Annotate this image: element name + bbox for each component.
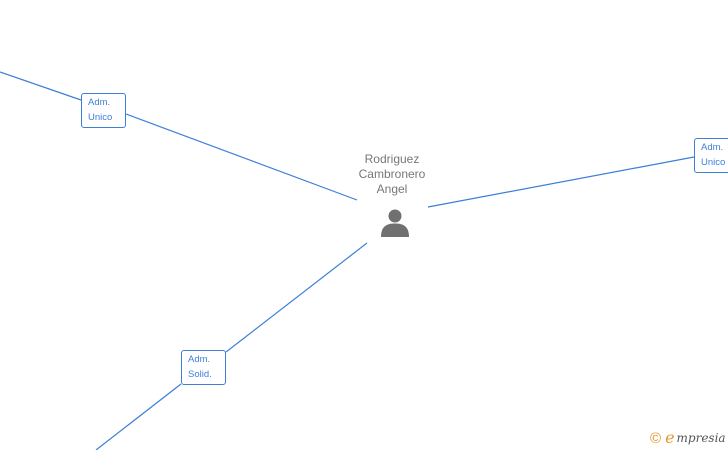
role-line-1: Adm.: [88, 97, 111, 108]
empresia-watermark: © e mpresia: [650, 428, 726, 448]
copyright-icon: ©: [650, 429, 662, 447]
edge-to-adm-unico-left-outer: [0, 71, 82, 101]
role-box-adm-solid[interactable]: Adm. Solid.: [181, 350, 226, 385]
edge-to-adm-solid-inner: [225, 242, 368, 353]
person-name-line-1: Rodriguez: [364, 152, 420, 166]
person-name-line-2: Cambronero: [358, 167, 426, 181]
person-name-label[interactable]: Rodriguez Cambronero Angel: [332, 152, 452, 197]
edge-to-adm-unico-right: [427, 156, 695, 208]
role-line-2: Unico: [88, 112, 113, 123]
role-box-adm-unico-right[interactable]: Adm. Unico: [694, 138, 728, 173]
role-line-2: Solid.: [188, 369, 212, 380]
person-icon[interactable]: [379, 207, 411, 239]
role-line-2: Unico: [701, 157, 726, 168]
edge-to-adm-solid-outer: [95, 383, 182, 450]
role-box-adm-unico-left[interactable]: Adm. Unico: [81, 93, 126, 128]
role-line-1: Adm.: [701, 142, 724, 153]
brand-logo-text: mpresia: [676, 431, 726, 445]
role-line-1: Adm.: [188, 354, 211, 365]
edge-to-adm-unico-left-inner: [125, 113, 358, 201]
person-name-line-3: Angel: [376, 182, 408, 196]
brand-logo-initial: e: [665, 428, 675, 447]
